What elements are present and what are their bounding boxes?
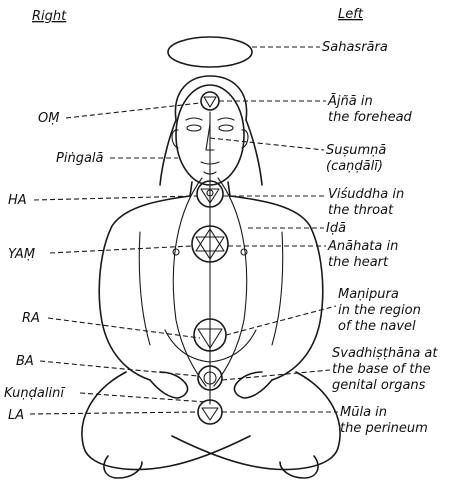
- hair-right: [246, 120, 262, 185]
- label-la: LA: [8, 408, 24, 423]
- mula-chakra: [198, 400, 222, 424]
- right-arm-outline: [99, 196, 190, 380]
- brow-left: [218, 118, 234, 120]
- leader-kundalini: [80, 393, 206, 402]
- crossed-legs: [82, 372, 340, 478]
- brow-right: [186, 118, 202, 120]
- label-pingala: Piṅgalā: [56, 151, 104, 166]
- right-leg: [82, 372, 250, 469]
- nipple-left: [241, 249, 247, 255]
- left-arm-outline: [230, 196, 323, 380]
- sahasrara-halo: [168, 37, 252, 67]
- left-leg: [172, 372, 340, 469]
- leader-la: [30, 412, 198, 414]
- leader-yam: [50, 246, 192, 253]
- leader-susumna: [210, 138, 324, 150]
- label-mula: Mūla in the perineum: [340, 405, 428, 436]
- leader-ba: [40, 361, 198, 376]
- header-left: Left: [338, 7, 364, 22]
- ida-channel: [214, 178, 247, 386]
- left-arm-inner: [272, 232, 283, 345]
- label-visuddha: Viśuddha in the throat: [328, 187, 408, 218]
- label-kundalini: Kuṇḍalinī: [4, 386, 65, 401]
- pingala-channel: [173, 178, 206, 386]
- label-ajna: Ājñā in the forehead: [327, 94, 413, 125]
- ajna-chakra: [201, 92, 219, 110]
- label-om: OṂ: [38, 111, 59, 126]
- hair-left: [160, 120, 176, 185]
- eye-right: [187, 125, 201, 131]
- header-right: Right: [32, 9, 67, 24]
- label-ba: BA: [16, 354, 34, 369]
- label-anahata: Anāhata in the heart: [327, 239, 403, 270]
- label-ra: RA: [22, 311, 40, 326]
- label-susumna: Suṣumṇā (caṇḍālī): [326, 143, 391, 174]
- label-ha: HA: [8, 193, 27, 208]
- label-manipura: Maṇipura in the region of the navel: [338, 287, 425, 334]
- nipple-right: [173, 249, 179, 255]
- label-yam: YAṂ: [8, 247, 35, 262]
- label-ida: Iḍā: [326, 221, 346, 236]
- eye-left: [219, 125, 233, 131]
- right-hand: [150, 372, 188, 398]
- label-sahasrara: Sahasrāra: [322, 40, 388, 55]
- hair-top: [175, 76, 246, 120]
- leader-ra: [48, 318, 200, 338]
- label-svadhisthana: Svadhiṣṭhāna at the base of the genital …: [332, 346, 442, 393]
